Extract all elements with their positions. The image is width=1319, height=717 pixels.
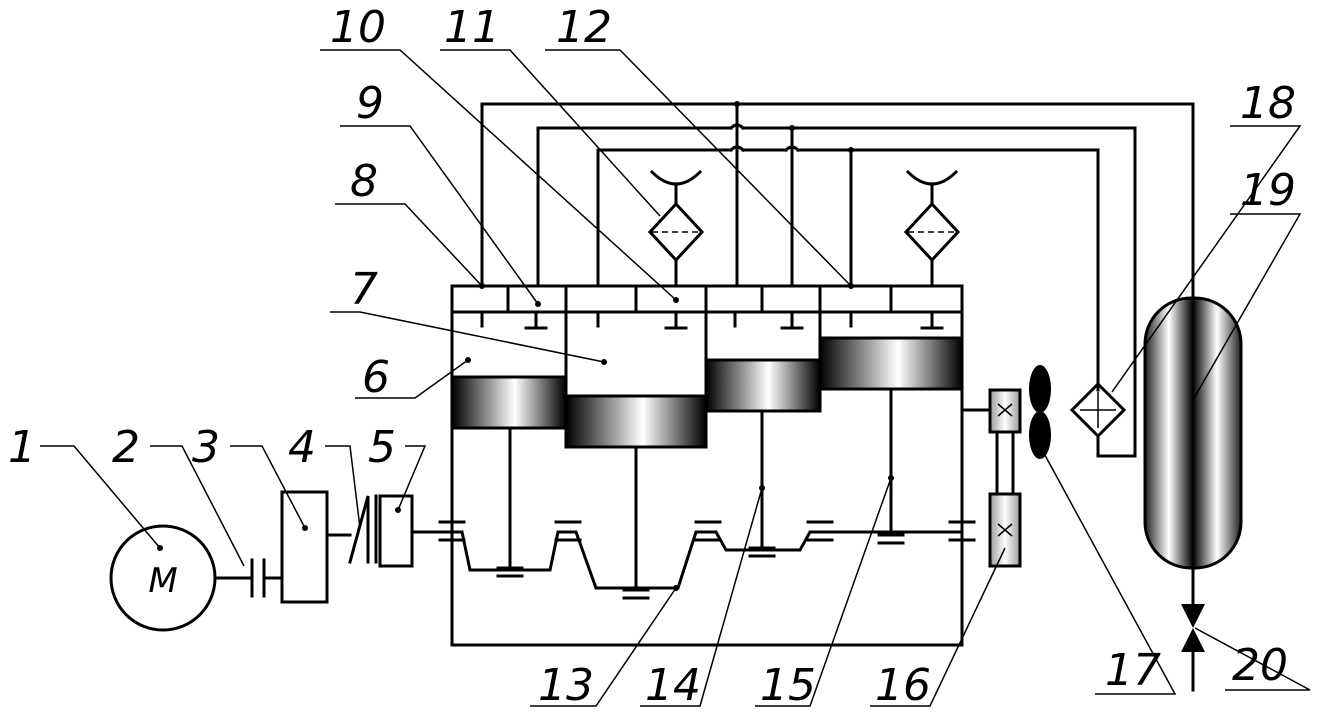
callout-4: 4 [288, 422, 316, 473]
crankshaft [438, 387, 976, 600]
callout-8: 8 [350, 156, 378, 207]
air-receiver-tank [1143, 296, 1243, 570]
callout-5: 5 [368, 422, 396, 473]
callout-6: 6 [362, 352, 390, 403]
callout-15: 15 [760, 660, 816, 711]
callout-13: 13 [538, 660, 594, 711]
callout-20: 20 [1232, 640, 1288, 691]
intake-filter-1 [647, 169, 705, 288]
heat-exchanger [1069, 381, 1137, 458]
callout-10: 10 [330, 2, 386, 53]
belt-drive [960, 388, 1022, 568]
callout-11: 11 [444, 2, 500, 53]
callout-7: 7 [350, 264, 378, 315]
callout-19: 19 [1240, 165, 1296, 216]
callout-12: 12 [556, 2, 612, 53]
callout-18: 18 [1240, 78, 1296, 129]
callout-9: 9 [356, 78, 384, 129]
outlet-valve [1181, 566, 1205, 692]
leader-lines [40, 49, 1311, 707]
electric-motor: M [109, 524, 217, 632]
flywheel-unit [378, 494, 414, 568]
clutch [325, 494, 378, 564]
callout-1: 1 [8, 422, 36, 473]
callout-2: 2 [112, 422, 140, 473]
callout-16: 16 [875, 660, 931, 711]
coupling [213, 558, 284, 598]
motor-label: M [148, 561, 177, 601]
callout-3: 3 [192, 422, 220, 473]
cooling-fan [1029, 365, 1051, 459]
intake-filter-2 [903, 169, 961, 288]
callout-17: 17 [1105, 645, 1161, 696]
gearbox [280, 490, 329, 604]
piping [480, 101, 1195, 412]
valves [470, 310, 944, 330]
callout-14: 14 [645, 660, 701, 711]
callout-numbers: 1 2 3 4 5 6 7 8 9 10 11 12 13 14 15 16 1… [8, 2, 1296, 711]
